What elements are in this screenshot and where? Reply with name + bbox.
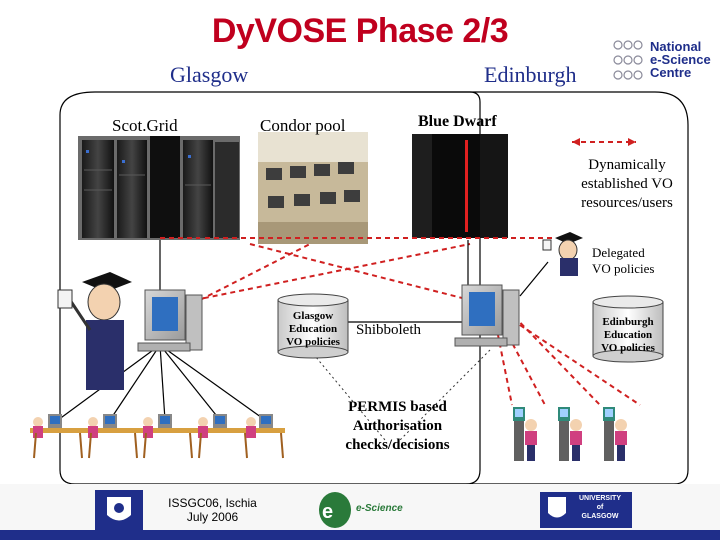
condor-photo	[258, 132, 368, 244]
uog-logo-text: UNIVERSITY of GLASGOW	[570, 494, 630, 521]
edinburgh-policies-line: Edinburgh	[602, 316, 654, 328]
edinburgh-users	[513, 407, 627, 461]
edinburgh-computer	[454, 284, 520, 347]
legend-line: resources/users	[581, 195, 673, 211]
uog-line: GLASGOW	[581, 513, 619, 520]
glasgow-computer	[137, 289, 203, 352]
footer-line: ISSGC06, Ischia	[168, 496, 257, 510]
nesc-logo	[613, 40, 643, 80]
edinburgh-policies-line: Education	[603, 329, 653, 341]
uog-line: UNIVERSITY	[578, 495, 621, 502]
vo-links	[160, 141, 641, 406]
glasgow-crest-left	[95, 490, 143, 532]
shibboleth-label: Shibboleth	[356, 322, 422, 338]
nesc-logo-text: National e-Science Centre	[650, 40, 711, 79]
glasgow-policy-db	[277, 293, 349, 359]
nesc-line: e-Science	[650, 52, 711, 67]
nesc-line: Centre	[650, 65, 692, 80]
permis-line: checks/decisions	[345, 437, 450, 453]
bluedwarf-label: Blue Dwarf	[418, 113, 497, 130]
legend-line: Dynamically	[588, 157, 666, 173]
condor-label: Condor pool	[260, 116, 346, 135]
edinburgh-policies-line: VO policies	[601, 342, 655, 354]
svg-text:e: e	[322, 501, 333, 523]
graduate-figure-left	[57, 272, 132, 390]
glasgow-policies-line: Education	[288, 323, 338, 335]
nesc-line: National	[650, 39, 702, 54]
glasgow-policies-line: Glasgow	[292, 310, 334, 322]
permis-label: PERMIS based Authorisation checks/decisi…	[325, 398, 470, 455]
legend-text: Dynamically established VO resources/use…	[562, 156, 692, 213]
scotgrid-photo	[78, 136, 240, 240]
edti-logo-text: e-Science	[356, 503, 403, 514]
edinburgh-domain	[400, 91, 689, 485]
graduate-figure-right	[542, 232, 583, 276]
edti-logo: e	[319, 492, 351, 528]
scotgrid-label: Scot.Grid	[112, 116, 178, 135]
site-glasgow: Glasgow	[170, 62, 249, 87]
uog-logo	[540, 492, 632, 528]
footer-text: ISSGC06, Ischia July 2006	[165, 496, 260, 524]
footer-line: July 2006	[186, 510, 239, 524]
bluedwarf-photo	[412, 134, 508, 238]
glasgow-policies-line: VO policies	[286, 336, 340, 348]
site-edinburgh: Edinburgh	[484, 62, 577, 87]
glasgow-users	[30, 414, 285, 459]
permis-line: PERMIS based	[348, 399, 447, 415]
uog-line: of	[596, 504, 604, 511]
glasgow-policies-label: Glasgow Education VO policies	[278, 310, 348, 349]
permis-line: Authorisation	[352, 418, 443, 434]
legend-line: established VO	[581, 176, 673, 192]
delegated-policies-text: Delegated VO policies	[592, 245, 654, 277]
page-title: DyVOSE Phase 2/3	[211, 12, 509, 50]
edinburgh-policies-label: Edinburgh Education VO policies	[593, 316, 663, 355]
edinburgh-policy-db	[592, 295, 664, 363]
delegated-line: VO policies	[592, 261, 655, 276]
delegated-line: Delegated	[592, 245, 645, 260]
